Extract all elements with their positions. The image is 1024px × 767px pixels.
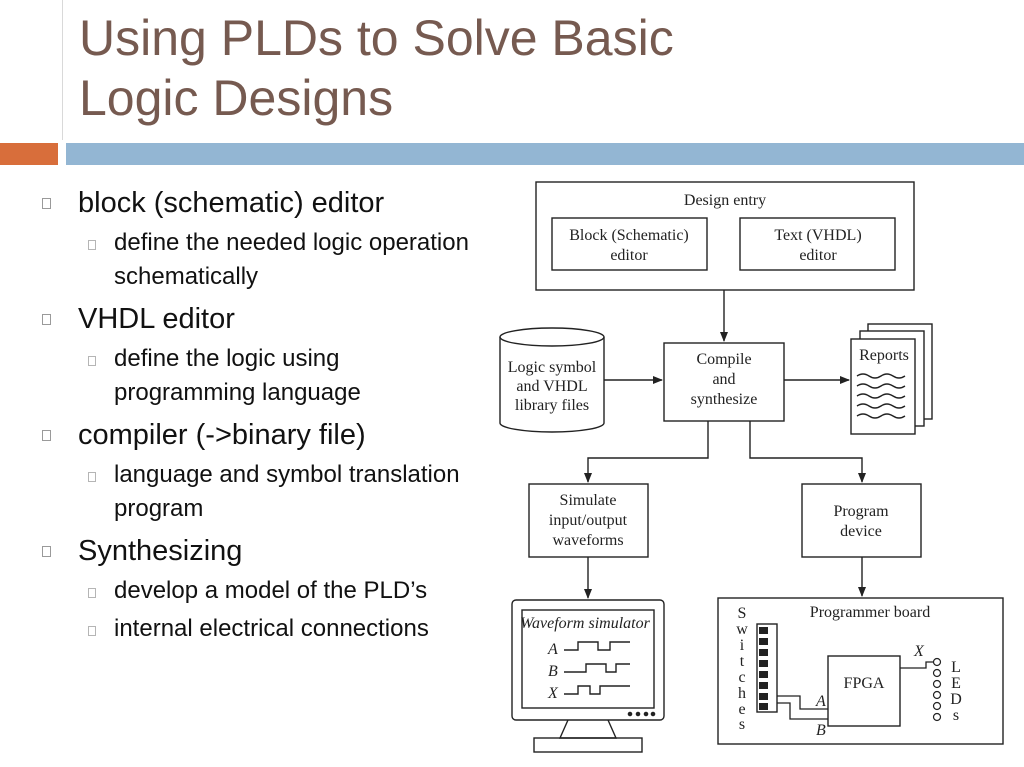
bullet-text: VHDL editor	[78, 303, 235, 335]
title-left-rule	[62, 0, 63, 140]
simulate-label-2: input/output	[549, 512, 628, 529]
pld-design-flow-diagram: Design entry Block (Schematic) editor Te…	[499, 181, 1004, 753]
switches-vertical-label: S w i t c h e s	[736, 605, 748, 733]
sub-bullet-marker-icon	[88, 472, 96, 482]
program-label-2: device	[840, 523, 882, 540]
sub-bullet-text: define the needed logic operation schema…	[114, 229, 469, 290]
svg-text:h: h	[738, 685, 746, 702]
library-label-3: library files	[515, 397, 589, 414]
sub-bullet-marker-icon	[88, 588, 96, 598]
sub-bullet-text: develop a model of the PLD’s	[114, 577, 428, 604]
sub-bullet-text: define the logic using programming langu…	[114, 345, 361, 406]
programmer-board-box	[717, 597, 1004, 745]
svg-text:c: c	[738, 669, 745, 686]
svg-text:s: s	[739, 716, 745, 733]
sub-bullet-item: develop a model of the PLD’s	[78, 574, 480, 608]
bullet-list: block (schematic) editor define the need…	[40, 186, 480, 654]
slide-title: Using PLDs to Solve Basic Logic Designs	[79, 8, 979, 128]
svg-text:w: w	[736, 621, 748, 638]
fpga-label: FPGA	[844, 675, 885, 692]
svg-text:t: t	[740, 653, 745, 670]
sub-bullet-item: define the logic using programming langu…	[78, 342, 480, 410]
wire-x	[900, 661, 934, 669]
design-entry-box	[535, 181, 915, 291]
text-editor-box	[739, 217, 896, 271]
svg-text:S: S	[738, 605, 747, 622]
waveform-b	[564, 663, 630, 673]
reports-label: Reports	[859, 347, 909, 364]
program-device-box	[801, 483, 922, 558]
arrow-compile-to-program	[749, 421, 866, 483]
sub-bullet-item: define the needed logic operation schema…	[78, 226, 480, 294]
library-label-2: and VHDL	[516, 378, 587, 395]
text-editor-label-2: editor	[799, 247, 837, 264]
svg-text:E: E	[951, 675, 961, 692]
text-editor-label-1: Text (VHDL)	[774, 227, 861, 244]
waveform-simulator-label: Waveform simulator	[520, 615, 650, 632]
simulate-label-3: waveforms	[552, 532, 623, 549]
bullet-item: compiler (->binary file) language and sy…	[40, 418, 480, 526]
design-entry-label: Design entry	[684, 192, 766, 209]
reports-document-stack	[850, 323, 933, 435]
sub-bullet-marker-icon	[88, 240, 96, 250]
pin-b-label: B	[816, 722, 826, 739]
bullet-item: block (schematic) editor define the need…	[40, 186, 480, 294]
compile-label-2: and	[712, 371, 735, 388]
bullet-item: Synthesizing develop a model of the PLD’…	[40, 534, 480, 646]
sub-bullet-item: language and symbol translation program	[78, 458, 480, 526]
bullet-marker-icon	[42, 430, 51, 441]
sub-bullet-text: language and symbol translation program	[114, 461, 460, 522]
slide-title-line-1: Using PLDs to Solve Basic	[79, 10, 674, 66]
wire-b	[777, 702, 828, 720]
signal-label-x: X	[547, 685, 559, 702]
bullet-marker-icon	[42, 314, 51, 325]
sub-bullet-item: internal electrical connections	[78, 612, 480, 646]
accent-bar-orange	[0, 143, 58, 165]
bullet-text: compiler (->binary file)	[78, 419, 366, 451]
slide-title-line-2: Logic Designs	[79, 70, 394, 126]
waveform-x	[564, 685, 630, 695]
waveform-monitor	[511, 599, 665, 753]
svg-text:D: D	[950, 691, 962, 708]
sub-bullet-text: internal electrical connections	[114, 615, 429, 642]
fpga-chip	[827, 655, 901, 727]
block-editor-label-2: editor	[610, 247, 648, 264]
library-label-1: Logic symbol	[508, 359, 597, 376]
bullet-item: VHDL editor define the logic using progr…	[40, 302, 480, 410]
svg-text:s: s	[953, 707, 959, 724]
pin-a-label: A	[815, 693, 826, 710]
arrow-compile-to-simulate	[584, 421, 709, 483]
led-column	[932, 657, 942, 722]
block-editor-box	[551, 217, 708, 271]
block-editor-label-1: Block (Schematic)	[569, 227, 689, 244]
compile-label-1: Compile	[696, 351, 751, 368]
compile-label-3: synthesize	[691, 391, 758, 408]
sub-bullet-marker-icon	[88, 626, 96, 636]
pin-x-label: X	[913, 643, 925, 660]
bullet-marker-icon	[42, 546, 51, 557]
svg-text:i: i	[740, 637, 745, 654]
bullet-text: Synthesizing	[78, 535, 243, 567]
signal-label-b: B	[548, 663, 558, 680]
signal-label-a: A	[547, 641, 558, 658]
bullet-text: block (schematic) editor	[78, 187, 385, 219]
program-label-1: Program	[833, 503, 889, 520]
compile-box	[663, 342, 785, 422]
programmer-board-label: Programmer board	[810, 604, 930, 621]
simulate-label-1: Simulate	[560, 492, 617, 509]
library-cylinder	[499, 327, 605, 433]
waveform-a	[564, 641, 630, 651]
svg-text:L: L	[951, 659, 961, 676]
bullet-marker-icon	[42, 198, 51, 209]
wire-a	[777, 695, 828, 710]
accent-bar-blue	[66, 143, 1024, 165]
svg-text:e: e	[738, 701, 745, 718]
dip-switch-block	[756, 623, 778, 713]
switch-toggles	[759, 627, 768, 710]
leds-vertical-label: L E D s	[950, 659, 962, 724]
sub-bullet-marker-icon	[88, 356, 96, 366]
